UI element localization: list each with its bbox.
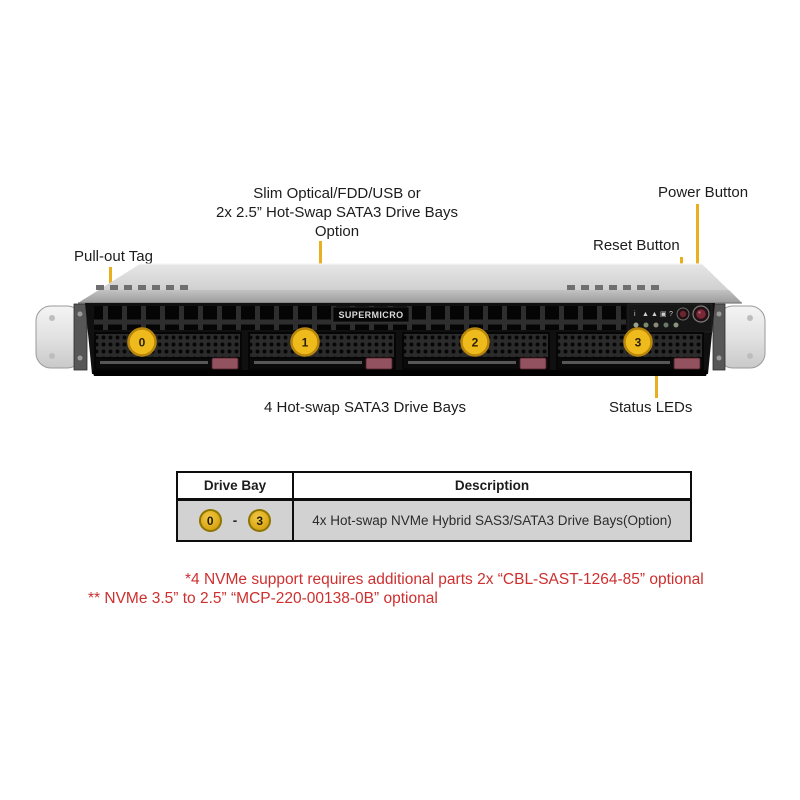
warning-panel-icon: ▲	[642, 311, 649, 318]
bay-end-badge: 3	[248, 509, 272, 532]
chassis-bottom-edge	[92, 370, 708, 376]
table-row: 0 - 3 4x Hot-swap NVMe Hybrid SAS3/SATA3…	[178, 501, 690, 540]
lid-vent-dashes	[96, 285, 659, 290]
right-mounting-ear	[712, 303, 726, 371]
hdd-panel-icon: ▣	[660, 311, 667, 318]
left-mounting-ear	[73, 303, 88, 371]
label-reset-button: Reset Button	[593, 237, 680, 254]
bay-start-badge: 0	[198, 509, 222, 532]
reset-button	[676, 307, 690, 321]
table-header-row: Drive Bay Description	[178, 473, 690, 501]
label-slim-optical-line1: Slim Optical/FDD/USB or	[253, 185, 421, 202]
drive-bay-0: 0	[94, 327, 242, 370]
label-drive-bays: 4 Hot-swap SATA3 Drive Bays	[264, 399, 467, 416]
server-chassis-illustration: SUPERMICRO i ▲ ▲ ▣ ?	[35, 263, 766, 376]
drive-bay-1: 1	[248, 327, 396, 370]
footnote-nvme-adapter: ** NVMe 3.5” to 2.5” “MCP-220-00138-0B” …	[88, 590, 438, 607]
control-panel: i ▲ ▲ ▣ ?	[627, 303, 713, 333]
label-status-leds: Status LEDs	[609, 399, 693, 416]
footnote-nvme-cable: *4 NVMe support requires additional part…	[185, 571, 704, 588]
brand-text: SUPERMICRO	[338, 310, 403, 320]
table-cell-bay-range: 0 - 3	[178, 501, 294, 540]
label-slim-optical-line2: 2x 2.5” Hot-Swap SATA3 Drive Bays	[215, 204, 459, 221]
status-leds-row	[633, 322, 679, 328]
power-button	[692, 305, 710, 323]
table-header-description: Description	[454, 478, 530, 493]
label-slim-optical-line3: Option	[314, 223, 360, 240]
chassis-lid	[78, 263, 742, 304]
overheat-panel-icon: ▲	[651, 311, 658, 318]
bay-range-separator: -	[232, 513, 238, 528]
bay-number-1: 1	[302, 336, 309, 350]
nic-panel-icon: ?	[669, 311, 673, 318]
brand-plate: SUPERMICRO	[332, 306, 410, 323]
bay-number-0: 0	[139, 336, 146, 350]
left-rack-handle	[35, 305, 83, 369]
label-slim-optical-bays: Slim Optical/FDD/USB or 2x 2.5” Hot-Swap…	[187, 184, 487, 241]
bay-number-2: 2	[472, 336, 479, 350]
label-power-button: Power Button	[658, 184, 749, 201]
table-cell-description: 4x Hot-swap NVMe Hybrid SAS3/SATA3 Drive…	[312, 513, 672, 528]
drive-bay-table: Drive Bay Description 0 - 3 4x Hot-swap …	[176, 471, 692, 542]
table-header-drive-bay: Drive Bay	[178, 473, 294, 498]
drive-bay-3: 3	[556, 327, 704, 370]
drive-bay-2: 2	[402, 327, 550, 370]
info-panel-icon: i	[634, 311, 636, 318]
bay-number-3: 3	[635, 336, 642, 350]
label-pull-out-tag: Pull-out Tag	[74, 248, 153, 265]
power-button-callout-line	[696, 204, 699, 307]
